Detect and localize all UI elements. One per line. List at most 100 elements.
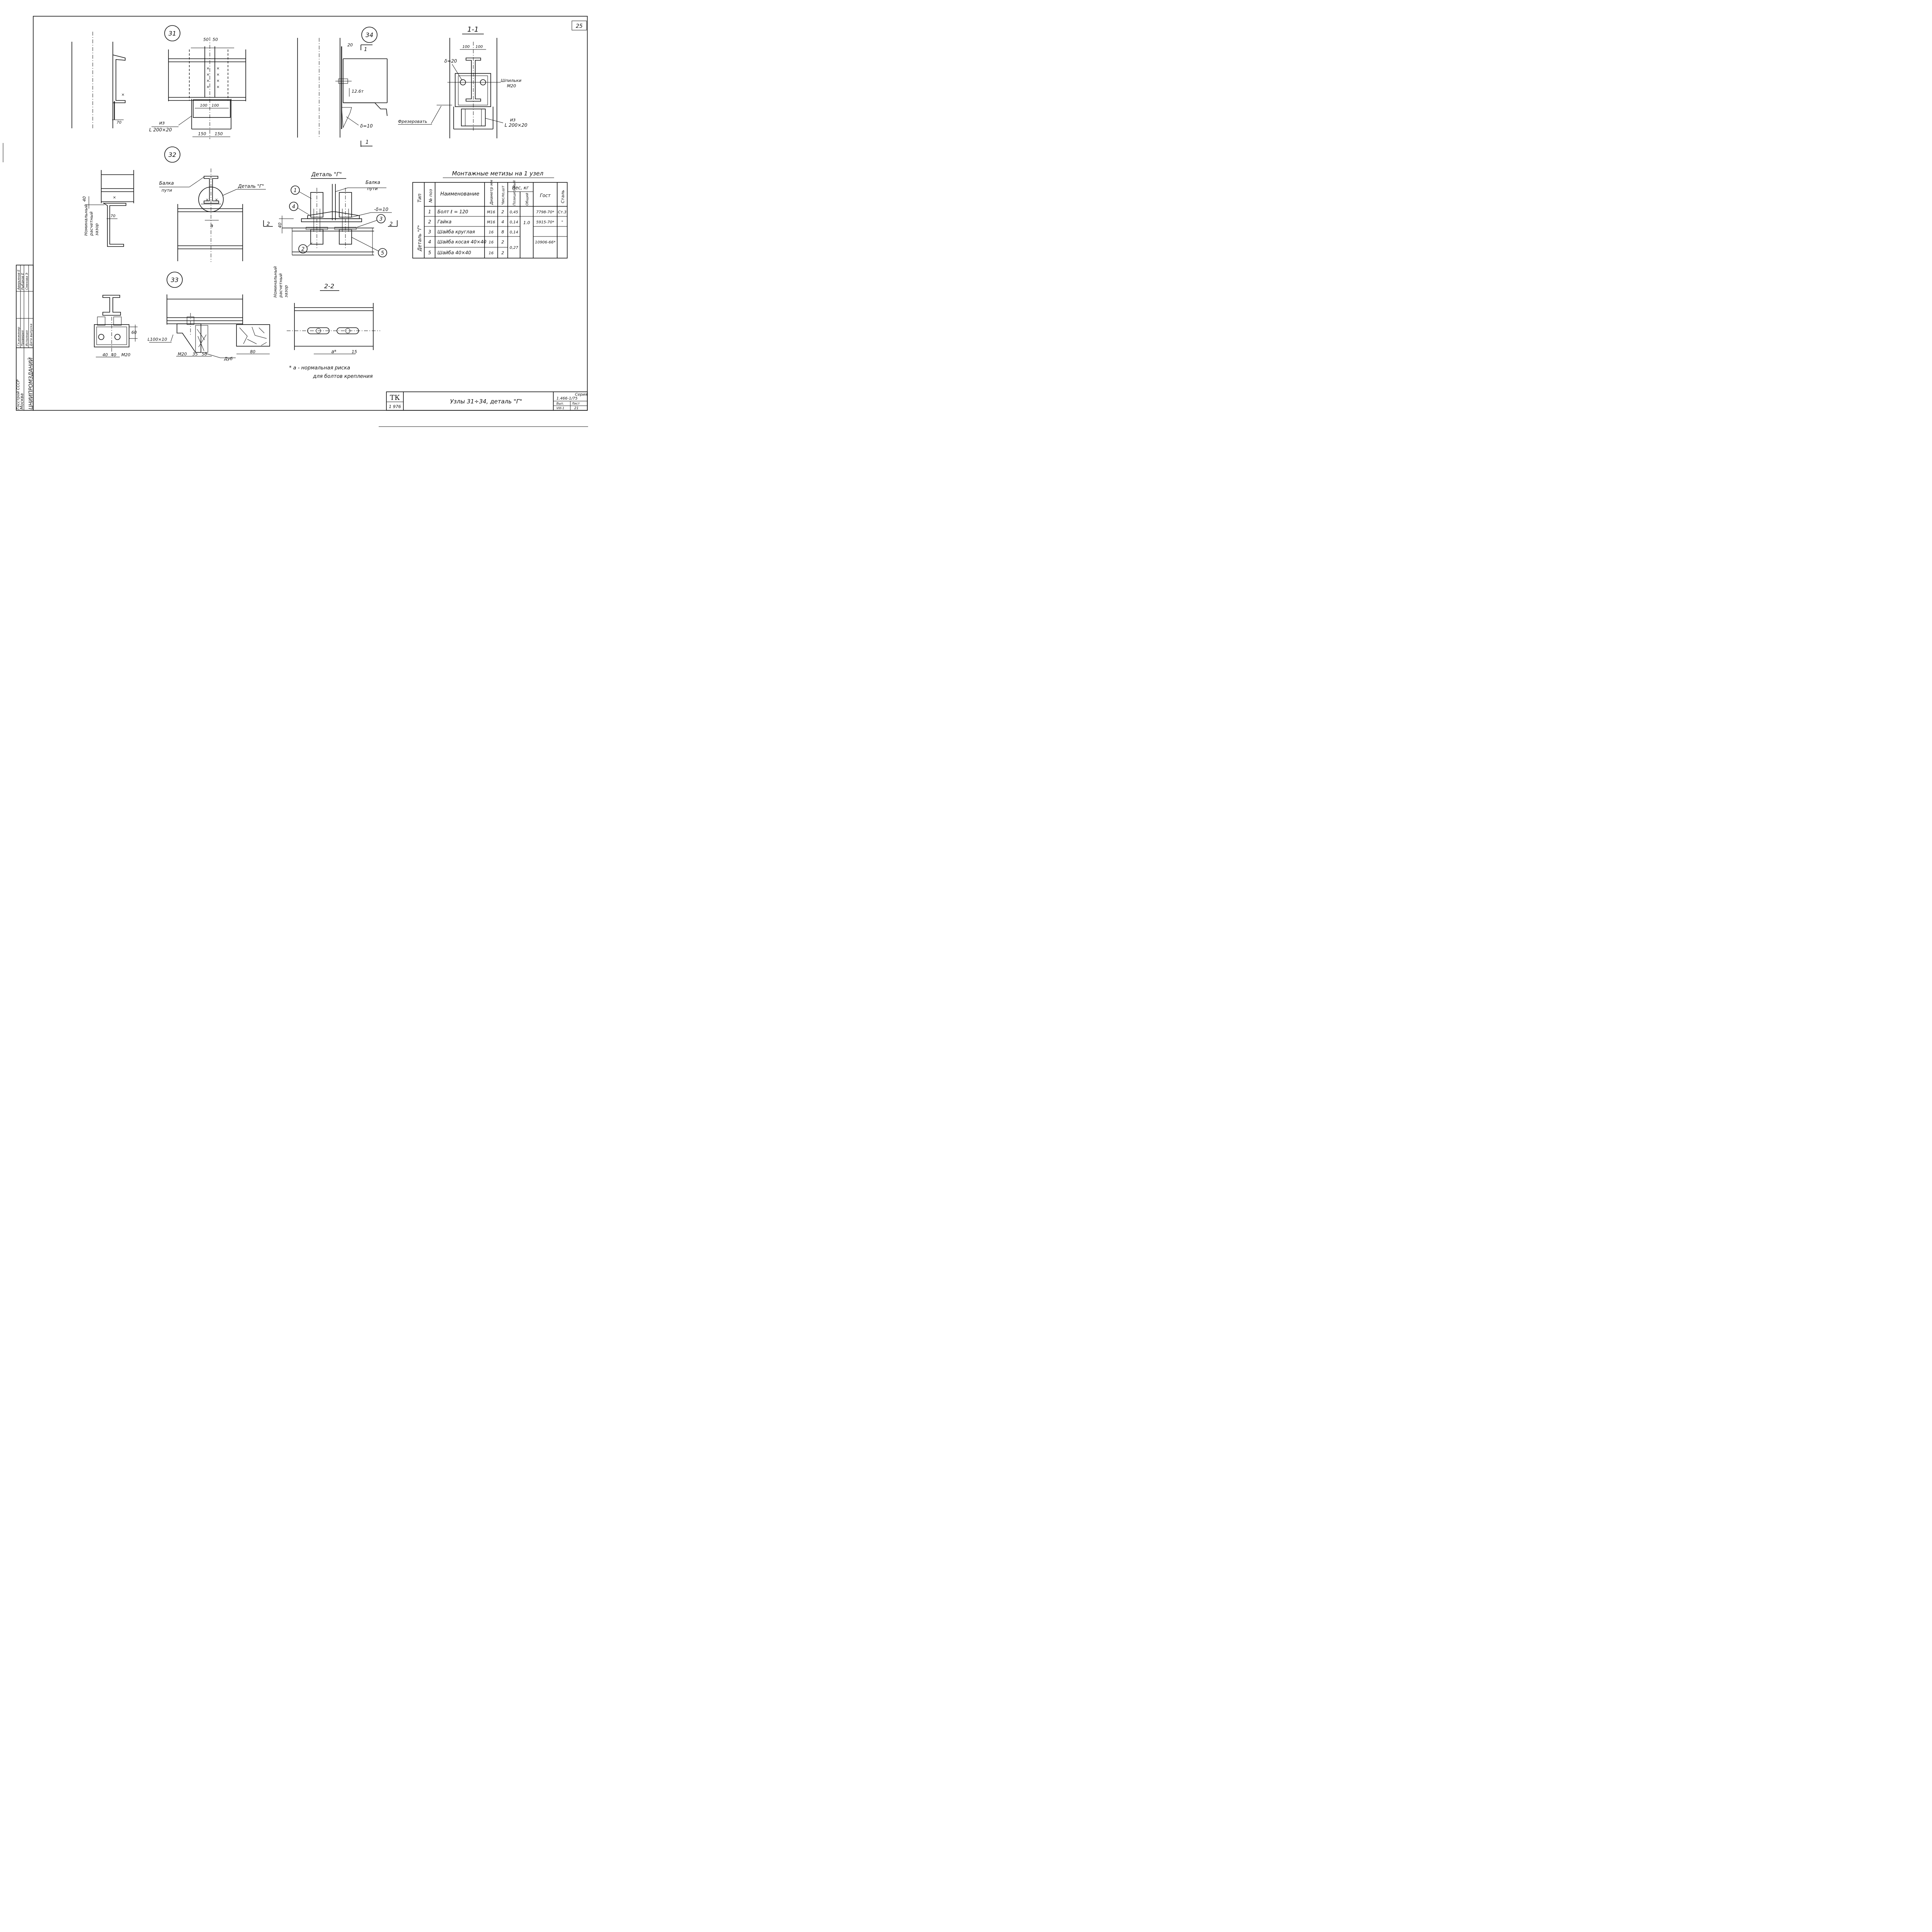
fasteners-table: Монтажные метизы на 1 узел Тип № поз Наи… bbox=[412, 170, 568, 259]
node-33-stud: М20 bbox=[121, 352, 131, 357]
row-5-dia: 16 bbox=[489, 251, 494, 255]
node-33-angle-label: L100×10 bbox=[148, 337, 167, 342]
detail-g-gap-3: зазор bbox=[284, 285, 289, 298]
stamp-role-2: Проверил bbox=[21, 330, 24, 346]
detail-g-section-right: 2 bbox=[389, 221, 393, 227]
node-33-wood-sample bbox=[236, 324, 270, 347]
node-34-label: 34 bbox=[366, 31, 373, 39]
row-2-w: 0,14 bbox=[510, 220, 518, 224]
sheet-number: 25 bbox=[576, 23, 583, 29]
row-4-pos: 4 bbox=[428, 239, 431, 245]
row-2-name: Гайка bbox=[437, 219, 451, 224]
section-1-1-title: 1-1 bbox=[467, 26, 478, 34]
section-1-1-ibeam bbox=[466, 58, 481, 102]
node-32-gap-3: зазор bbox=[94, 223, 99, 236]
row-2-dia: М16 bbox=[487, 220, 495, 224]
title-text: Узлы 31÷34, деталь "Г" bbox=[450, 398, 522, 405]
section-1-1-dim-1: 100 bbox=[462, 45, 469, 49]
node-31-dim-top-1: 50 bbox=[203, 37, 209, 42]
node-32-detail-ref: Деталь "Г" bbox=[238, 184, 264, 189]
th-type: Тип bbox=[417, 194, 422, 202]
issue-value: VIII-1 bbox=[556, 406, 565, 410]
section-1-1-mill: Фрезеровать bbox=[398, 119, 427, 124]
node-32-channel bbox=[102, 203, 126, 247]
detail-g-callout-1: 1 bbox=[294, 188, 297, 194]
table-row: 3 Шайба круглая 16 8 0,14 bbox=[428, 229, 518, 235]
row-2-pos: 2 bbox=[428, 219, 431, 224]
node-33-angle bbox=[177, 323, 201, 353]
table-row: 2 Гайка М16 4 0,14 5915-70* " bbox=[428, 219, 563, 224]
node-31-dim-bolt-1: 100 bbox=[200, 104, 207, 108]
row-2-qty: 4 bbox=[502, 219, 504, 224]
detail-g-callout-2: 2 bbox=[301, 247, 304, 252]
node-32-label: 32 bbox=[168, 151, 176, 158]
sheet-number-box bbox=[571, 20, 587, 31]
detail-g-gap-1: Номинальный bbox=[273, 266, 278, 298]
row-2-gost: 5915-70* bbox=[536, 220, 554, 224]
node-31: 31 70 × 50 50 ×××× ×××× 100 100 bbox=[71, 25, 246, 139]
node-34-section-mark-bottom: 1 bbox=[366, 139, 369, 145]
node-31-note-1: из bbox=[159, 120, 165, 126]
svg-text:×: × bbox=[215, 198, 218, 202]
th-dia: Диаметр мм bbox=[490, 180, 494, 205]
detail-g-dim-40: 40 bbox=[277, 223, 282, 228]
row-5-pos: 5 bbox=[428, 250, 431, 255]
section-1-1-stud-1: Шпильки bbox=[501, 78, 521, 83]
node-32-detail-circle bbox=[198, 187, 224, 212]
node-34: 34 20 1 1 12.6т δ=10 bbox=[297, 27, 388, 147]
svg-text:×: × bbox=[206, 198, 209, 202]
node-33-rail bbox=[102, 295, 121, 316]
section-2-2: 2-2 а* 15 * а - нормальная риска для бол… bbox=[287, 282, 380, 379]
stamp-org-2: Москва bbox=[19, 393, 24, 410]
table-row: 1 Болт ℓ = 120 М16 2 0,45 7798-70* Ст.3 bbox=[428, 209, 566, 214]
table-row: 4 Шайба косая 40×40 16 2 10906-66* bbox=[428, 239, 555, 245]
section-1-1: 1-1 100 100 δ=20 Шпильки М20 из L 200×20… bbox=[398, 26, 527, 138]
node-32-gap-2: расчетный bbox=[89, 212, 94, 236]
section-2-2-title: 2-2 bbox=[324, 282, 334, 290]
node-33: 33 60 40 40 М20 L100×10 М20 35 50 bbox=[94, 272, 270, 361]
row-1-w: 0,45 bbox=[510, 210, 518, 214]
node-32-marker bbox=[164, 146, 180, 163]
row-1-gost: 7798-70* bbox=[536, 210, 554, 214]
issue-label: Вып. bbox=[556, 402, 564, 405]
stamp-org-1: ЦНИИПРОМЗДАНИЙ bbox=[28, 357, 34, 410]
row-3-dia: 16 bbox=[489, 230, 494, 235]
row-5-qty: 2 bbox=[502, 250, 504, 255]
stamp-name-1: Аверьянов Е bbox=[17, 269, 20, 290]
svg-text:××××: ×××× bbox=[216, 66, 219, 89]
node-32-rail-1: Балка bbox=[159, 180, 174, 186]
node-34-section-mark-top: 1 bbox=[364, 47, 367, 53]
stamp-org-3: Госстрой СССР bbox=[16, 379, 20, 410]
node-32-gap-1: Номинальный bbox=[83, 204, 88, 236]
drawing-sheet: 25 31 70 × 50 50 ×××× ×××× 10 bbox=[3, 16, 588, 427]
node-32: 32 40 70 × Номинальный расчетный зазор × bbox=[82, 146, 266, 262]
row-4-qty: 2 bbox=[502, 240, 504, 245]
section-2-2-dim-15: 15 bbox=[352, 349, 357, 354]
detail-g-section-left: 2 bbox=[267, 221, 270, 227]
node-33-dim-m20: М20 bbox=[178, 352, 187, 357]
stamp-role-4: Дата выпуска bbox=[29, 324, 33, 347]
td-weight-total: 1.0 bbox=[523, 220, 530, 225]
node-33-wood-label: Дуб bbox=[224, 356, 233, 361]
node-33-dim-80: 80 bbox=[250, 349, 255, 354]
node-31-angle-profile bbox=[112, 54, 126, 103]
detail-g-title: Деталь "Г" bbox=[311, 172, 342, 178]
th-steel: Сталь bbox=[560, 190, 565, 203]
node-31-dim-top-2: 50 bbox=[213, 37, 218, 42]
th-pos: № поз bbox=[428, 189, 433, 203]
node-31-dim-70: 70 bbox=[117, 121, 122, 125]
node-31-dim-bottom-1: 150 bbox=[198, 131, 206, 136]
node-31-note-2: L 200×20 bbox=[149, 127, 172, 133]
section-1-1-angle-1: из bbox=[510, 117, 515, 122]
node-33-dim-50: 50 bbox=[202, 352, 207, 357]
node-32-rail bbox=[204, 176, 219, 204]
td-weight-merged: 0,27 bbox=[510, 246, 519, 250]
row-1-qty: 2 bbox=[502, 209, 504, 214]
th-weight: Вес, кг bbox=[512, 185, 529, 190]
section-2-2-slot-1 bbox=[307, 327, 330, 334]
node-31-dim-bottom-2: 150 bbox=[215, 131, 223, 136]
row-4-gost: 10906-66* bbox=[535, 240, 555, 245]
node-32-dim-40: 40 bbox=[82, 196, 87, 202]
row-1-steel: Ст.3 bbox=[558, 210, 566, 214]
node-31-dim-bolt-2: 100 bbox=[211, 104, 219, 108]
